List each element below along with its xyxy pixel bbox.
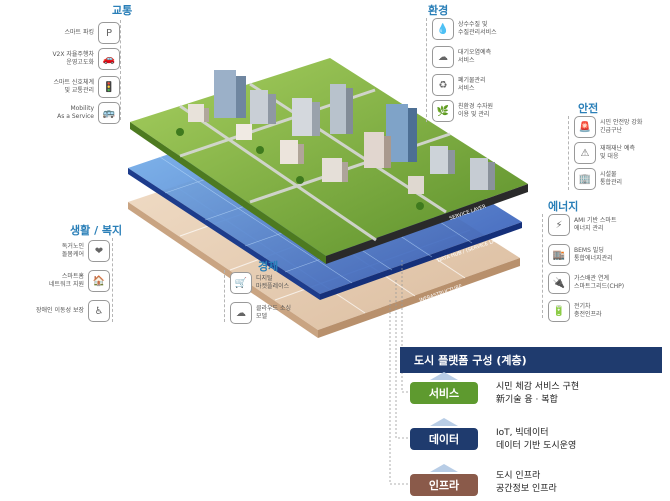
category-economy-title: 경제 xyxy=(258,260,279,273)
meter-icon: ⚡ xyxy=(548,214,570,236)
home-icon: 🏠 xyxy=(88,270,110,292)
tier-arrow-icon xyxy=(430,372,458,380)
leaf-icon: 🌿 xyxy=(432,100,454,122)
service-ami[interactable]: ⚡ AMI 기반 스마트 에너지 관리 xyxy=(548,214,616,236)
service-waste[interactable]: ♻ 폐기물관리 서비스 xyxy=(432,74,486,96)
traffic-light-icon: 🚦 xyxy=(98,76,120,98)
ev-charger-icon: 🔋 xyxy=(548,300,570,322)
water-drop-icon: 💧 xyxy=(432,18,454,40)
service-smart-parking[interactable]: 스마트 파킹 P xyxy=(30,22,120,44)
category-environment-title: 환경 xyxy=(428,4,449,17)
service-smart-signal[interactable]: 스마트 신호체계 및 교통관리 🚦 xyxy=(30,76,120,98)
tier-arrow-icon xyxy=(430,464,458,472)
bems-icon: 🏬 xyxy=(548,244,570,266)
category-safety-title: 안전 xyxy=(578,102,599,115)
tier-data-desc: IoT, 빅데이터 데이터 기반 도시운영 xyxy=(496,428,577,452)
service-v2x[interactable]: V2X 자율주행차 운영고도화 🚗 xyxy=(30,48,120,70)
service-cloud-sourcing[interactable]: ☁ 클라우드 소싱 모델 xyxy=(230,302,291,324)
cloud-sourcing-icon: ☁ xyxy=(230,302,252,324)
service-maas[interactable]: Mobility As a Service 🚌 xyxy=(30,102,120,124)
service-elderly-care[interactable]: 독거노인 돌봄케어 ❤ xyxy=(20,240,110,262)
category-traffic-title: 교통 xyxy=(112,4,133,17)
legend-title: 도시 플랫폼 구성 (계층) xyxy=(400,347,662,373)
alert-icon: ⚠ xyxy=(574,142,596,164)
tier-service-desc: 시민 체감 서비스 구현 新기술 융 · 복합 xyxy=(496,382,580,406)
service-disability-mobility[interactable]: 장애인 이동성 보장 ♿ xyxy=(20,300,110,322)
service-smart-home[interactable]: 스마트홈 네트워크 지원 🏠 xyxy=(20,270,110,292)
tier-data: 데이터 xyxy=(410,428,478,450)
wheelchair-icon: ♿ xyxy=(88,300,110,322)
cloud-icon: ☁ xyxy=(432,46,454,68)
recycle-icon: ♻ xyxy=(432,74,454,96)
service-citizen-safety[interactable]: 🚨 시민 안전망 강화 긴급구난 xyxy=(574,116,642,138)
category-energy-title: 에너지 xyxy=(548,200,579,213)
service-digital-market[interactable]: 🛒 디지털 마켓플레이스 xyxy=(230,272,289,294)
service-disaster[interactable]: ⚠ 재해재난 예측 및 대응 xyxy=(574,142,635,164)
service-air-pollution[interactable]: ☁ 대기오염예측 서비스 xyxy=(432,46,491,68)
cart-icon: 🛒 xyxy=(230,272,252,294)
tier-infra: 인프라 xyxy=(410,474,478,496)
service-bems[interactable]: 🏬 BEMS 빌딩 통합에너지관리 xyxy=(548,244,613,266)
car-icon: 🚗 xyxy=(98,48,120,70)
city-buildings xyxy=(176,70,495,210)
tier-infra-desc: 도시 인프라 공간정보 인프라 xyxy=(496,471,557,495)
grid-icon: 🔌 xyxy=(548,272,570,294)
service-ev-charging[interactable]: 🔋 전기차 충전인프라 xyxy=(548,300,602,322)
parking-icon: P xyxy=(98,22,120,44)
heart-icon: ❤ xyxy=(88,240,110,262)
tier-arrow-icon xyxy=(430,418,458,426)
service-eco-water[interactable]: 🌿 친환경 수자원 이용 및 관리 xyxy=(432,100,493,122)
tier-service: 서비스 xyxy=(410,382,478,404)
category-welfare-title: 생활 / 복지 xyxy=(70,224,123,237)
building-icon: 🏢 xyxy=(574,168,596,190)
service-smart-grid[interactable]: 🔌 가스배관 연계 스마트그리드(CHP) xyxy=(548,272,624,294)
service-water-quality[interactable]: 💧 상수수질 및 수질관리서비스 xyxy=(432,18,497,40)
siren-icon: 🚨 xyxy=(574,116,596,138)
service-facility[interactable]: 🏢 시설물 통합관리 xyxy=(574,168,622,190)
bus-icon: 🚌 xyxy=(98,102,120,124)
service-layer: SERVICE LAYER xyxy=(130,58,528,264)
